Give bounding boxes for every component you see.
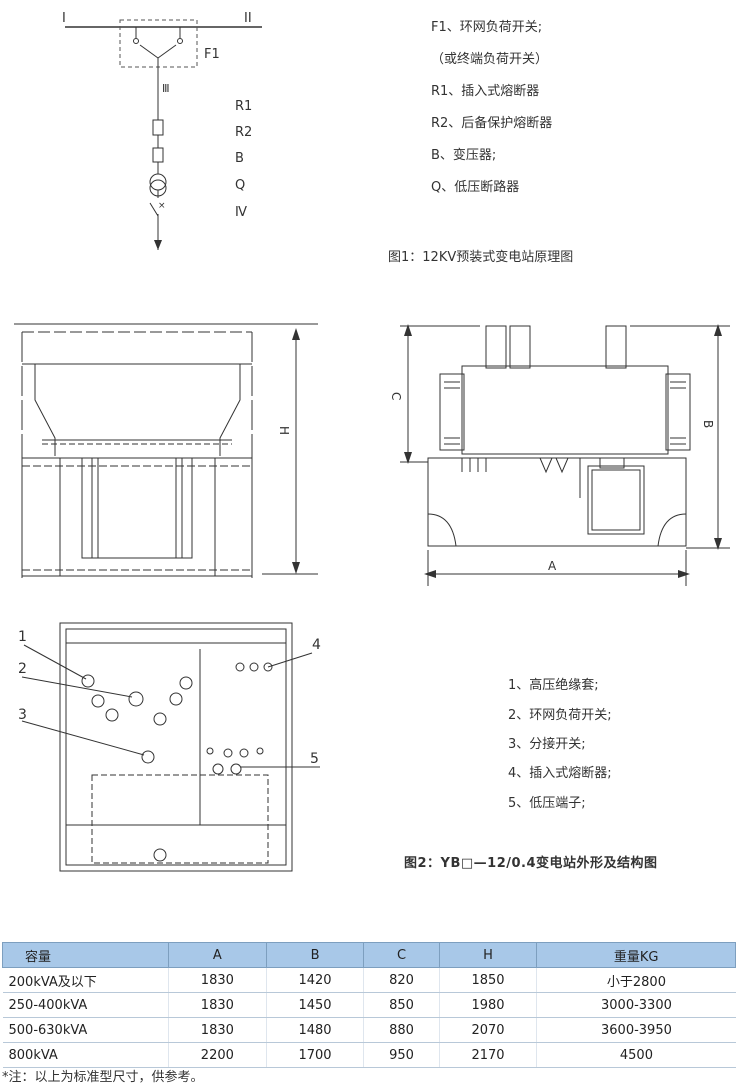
cell: 2200: [168, 1042, 267, 1068]
label-r1: R1: [235, 99, 252, 114]
fuse-r2-symbol: [152, 147, 164, 163]
fig2-legend-4: 4、插入式熔断器;: [508, 766, 612, 781]
label-b: B: [235, 151, 244, 166]
dim-c-label: C: [389, 392, 403, 400]
cell: 1830: [168, 967, 267, 993]
dim-a-label: A: [548, 559, 557, 573]
cell: 950: [363, 1042, 440, 1068]
table-header-row: 容量 A B C H 重量KG: [2, 942, 736, 968]
fuse-r1-symbol: [152, 119, 164, 136]
callout-3: 3: [18, 707, 27, 723]
table-row: 250-400kVA 1830 1450 850 1980 3000-3300: [2, 992, 736, 1018]
callout-1: 1: [18, 629, 27, 645]
footnote: *注：以上为标准型尺寸，供参考。: [2, 1070, 204, 1085]
label-q: Q: [235, 178, 245, 193]
transformer-symbol: [149, 173, 167, 191]
cell: 1830: [168, 1017, 267, 1043]
spec-table: 容量 A B C H 重量KG 200kVA及以下 1830 1420 820 …: [2, 942, 736, 1068]
cell: 1480: [265, 1017, 364, 1043]
cell: 880: [363, 1017, 440, 1043]
cell: 小于2800: [536, 967, 736, 993]
cell: 1420: [265, 967, 364, 993]
cell: 1450: [265, 992, 364, 1018]
dim-b-label: B: [701, 420, 715, 428]
header-weight: 重量KG: [536, 942, 736, 968]
bus-label-left: I: [62, 11, 66, 26]
cell: 1850: [438, 967, 537, 993]
cell: 800kVA: [2, 1042, 169, 1068]
fig1-legend-2: （或终端负荷开关）: [431, 52, 549, 67]
cell: 820: [363, 967, 440, 993]
svg-text:×: ×: [158, 201, 166, 211]
fig1-legend-1: F1、环网负荷开关;: [431, 20, 543, 35]
cell: 2170: [438, 1042, 537, 1068]
fig2-legend-5: 5、低压端子;: [508, 796, 586, 811]
table-row: 800kVA 2200 1700 950 2170 4500: [2, 1042, 736, 1068]
cell: 200kVA及以下: [2, 967, 169, 993]
bus-label-right: II: [244, 11, 252, 26]
table-row: 200kVA及以下 1830 1420 820 1850 小于2800: [2, 967, 736, 993]
callout-5: 5: [310, 751, 319, 767]
cell: 3600-3950: [536, 1017, 736, 1043]
header-capacity: 容量: [2, 942, 169, 968]
feeder-label: Ⅲ: [162, 82, 170, 95]
single-line-diagram: I II F1 Ⅲ × R1 R2 B Q Ⅳ: [62, 11, 262, 250]
header-h: H: [438, 942, 538, 968]
cell: 1700: [265, 1042, 364, 1068]
side-view-drawing: C B A: [389, 324, 730, 586]
breaker-symbol: [149, 202, 159, 217]
cell: 3000-3300: [536, 992, 736, 1018]
fig2-legend-2: 2、环网负荷开关;: [508, 708, 612, 723]
fig1-caption: 图1：12KV预装式变电站原理图: [388, 250, 574, 265]
cell: 2070: [438, 1017, 537, 1043]
header-c: C: [363, 942, 440, 968]
fig2-caption: 图2：YB□—12/0.4变电站外形及结构图: [404, 856, 658, 871]
cell: 250-400kVA: [2, 992, 169, 1018]
cell: 1980: [438, 992, 537, 1018]
front-view-drawing: H: [14, 323, 318, 578]
callout-2: 2: [18, 661, 27, 677]
callout-4: 4: [312, 637, 321, 653]
fig2-legend-1: 1、高压绝缘套;: [508, 678, 599, 693]
switch-label: F1: [204, 47, 220, 62]
table-row: 500-630kVA 1830 1480 880 2070 3600-3950: [2, 1017, 736, 1043]
dim-h-label: H: [277, 426, 291, 435]
cell: 1830: [168, 992, 267, 1018]
fig1-legend-4: R2、后备保护熔断器: [431, 116, 553, 131]
fig1-legend-3: R1、插入式熔断器: [431, 84, 540, 99]
cell: 500-630kVA: [2, 1017, 169, 1043]
header-a: A: [168, 942, 267, 968]
fig1-legend-6: Q、低压断路器: [431, 180, 520, 195]
label-iv: Ⅳ: [235, 205, 247, 220]
cell: 850: [363, 992, 440, 1018]
fig2-legend-3: 3、分接开关;: [508, 737, 586, 752]
cell: 4500: [536, 1042, 736, 1068]
header-b: B: [265, 942, 365, 968]
plan-view-drawing: 1 2 3 4 5: [18, 622, 321, 872]
fig1-legend-5: B、变压器;: [431, 148, 497, 163]
label-r2: R2: [235, 125, 252, 140]
